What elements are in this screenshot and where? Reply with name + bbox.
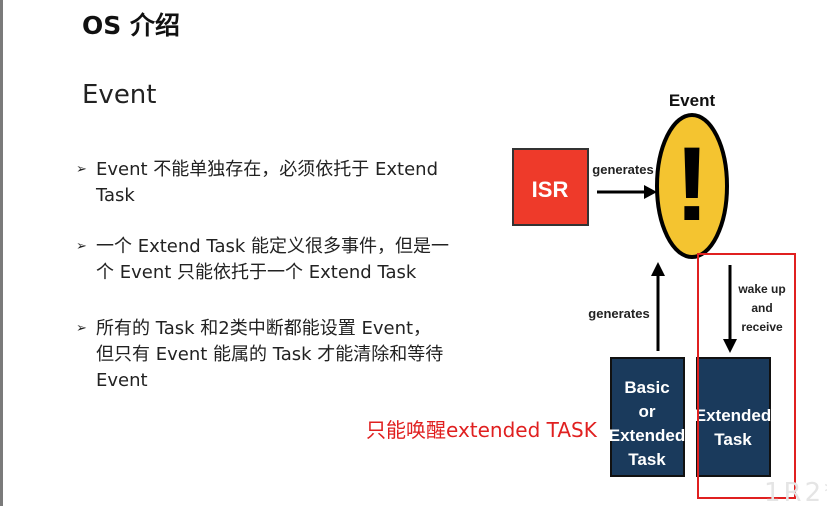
bullet-marker-icon: ➢ [76, 239, 87, 254]
bullet-text-line: Event [96, 370, 148, 391]
event-label: Event [669, 91, 716, 110]
up-arrow-icon [651, 262, 665, 351]
bullet-text-line: 所有的 Task 和2类中断都能设置 Event， [96, 318, 432, 339]
generates-left-label: generates [588, 306, 649, 321]
watermark: 1R2* [764, 478, 827, 508]
and-label: and [751, 301, 772, 315]
extended-task-box [696, 357, 771, 477]
bullet-marker-icon: ➢ [76, 321, 87, 336]
left-border [0, 0, 3, 506]
bullet-item: ➢ 所有的 Task 和2类中断都能设置 Event， 但只有 Event 能属… [76, 316, 456, 394]
isr-box [512, 148, 589, 226]
down-arrow-icon [723, 265, 737, 353]
extended-task-line: Extended [695, 406, 772, 425]
isr-label: ISR [532, 177, 569, 202]
bullet-text-line: 个 Event 只能依托于一个 Extend Task [96, 262, 417, 283]
wake-up-label: wake up [737, 282, 785, 296]
section-title: Event [82, 80, 157, 110]
bullet-item: ➢ 一个 Extend Task 能定义很多事件，但是一 个 Event 只能依… [76, 234, 456, 286]
basic-task-line: Basic [624, 378, 669, 397]
bullet-text-line: Event 不能单独存在，必须依托于 Extend [96, 159, 438, 180]
event-symbol: ! [675, 126, 710, 243]
extended-task-line: Task [714, 430, 752, 449]
basic-task-box [610, 357, 685, 477]
slide-title: OS 介绍 [82, 11, 180, 40]
basic-task-line: Task [628, 450, 666, 469]
event-exclamation-icon: ! [655, 113, 729, 259]
generates-top-label: generates [592, 162, 653, 177]
bullet-text-line: Task [96, 185, 135, 206]
highlight-box [697, 253, 796, 499]
bullet-text-line: 但只有 Event 能属的 Task 才能清除和等待 [96, 344, 444, 365]
receive-label: receive [741, 320, 783, 334]
basic-task-line: or [639, 402, 656, 421]
basic-task-line: Extended [609, 426, 686, 445]
bullet-item: ➢ Event 不能单独存在，必须依托于 Extend Task [76, 157, 456, 209]
right-arrow-icon [597, 185, 657, 199]
annotation-note: 只能唤醒extended TASK [366, 418, 597, 442]
bullet-marker-icon: ➢ [76, 162, 87, 177]
bullet-text-line: 一个 Extend Task 能定义很多事件，但是一 [96, 236, 450, 257]
